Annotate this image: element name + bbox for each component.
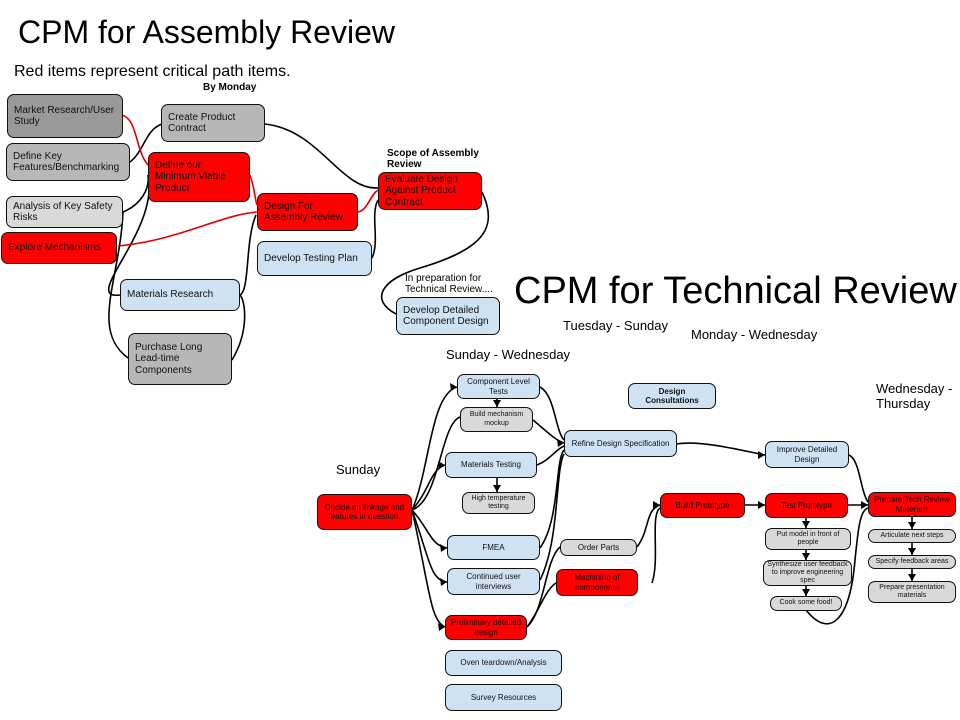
- node-high-temperature[interactable]: High temperature testing: [462, 492, 535, 514]
- node-feedback-areas[interactable]: Specify feedback areas: [868, 555, 956, 569]
- node-decide-linkage[interactable]: Decide on linkage and features in questi…: [317, 494, 412, 530]
- node-component-tests[interactable]: Component Level Tests: [457, 374, 540, 399]
- tuesday-sunday-label: Tuesday - Sunday: [563, 318, 669, 333]
- node-product-contract[interactable]: Create Product Contract: [161, 104, 265, 142]
- node-presentation-materials[interactable]: Prepare presentation materials: [868, 581, 956, 603]
- node-cook-food[interactable]: Cook some food!: [770, 596, 842, 611]
- node-design-for-assembly[interactable]: Design For Assembly Review: [257, 193, 358, 231]
- assembly-review-title: CPM for Assembly Review: [18, 14, 395, 50]
- node-synthesize-feedback[interactable]: Synthesize user feedback to improve engi…: [763, 560, 852, 586]
- node-detailed-component-design[interactable]: Develop Detailed Component Design: [396, 297, 500, 335]
- node-user-interviews[interactable]: Continued user interviews: [447, 568, 540, 595]
- node-mechanism-mockup[interactable]: Build mechanism mockup: [460, 407, 533, 432]
- node-oven-teardown[interactable]: Oven teardown/Analysis: [445, 650, 562, 676]
- node-minimum-viable-product[interactable]: Define our Minimum Viable Product: [148, 152, 250, 202]
- node-prepare-tech-review[interactable]: Prepare Tech Review Materials: [868, 492, 956, 517]
- legend-note: Red items represent critical path items.: [14, 63, 291, 80]
- node-define-features[interactable]: Define Key Features/Benchmarking: [6, 143, 130, 181]
- node-market-research[interactable]: Market Research/User Study: [7, 94, 123, 138]
- node-evaluate-design[interactable]: Evaluate Design Against Product Contract: [378, 172, 482, 210]
- sunday-label: Sunday: [336, 462, 381, 477]
- node-machining-components[interactable]: Machining of components: [556, 569, 638, 596]
- node-preliminary-design[interactable]: Preliminary detailed design: [445, 615, 527, 640]
- node-survey-resources[interactable]: Survey Resources: [445, 684, 562, 711]
- scope-label: Scope of Assembly Review: [387, 148, 479, 170]
- monday-wednesday-label: Monday - Wednesday: [691, 327, 818, 342]
- node-fmea[interactable]: FMEA: [447, 535, 540, 560]
- sunday-wednesday-label: Sunday - Wednesday: [446, 347, 571, 362]
- node-test-prototype[interactable]: Test Prototype: [765, 493, 848, 518]
- node-put-model[interactable]: Put model in front of people: [765, 528, 851, 550]
- node-testing-plan[interactable]: Develop Testing Plan: [257, 241, 372, 276]
- node-refine-specification[interactable]: Refine Design Specification: [564, 430, 677, 457]
- node-improve-design[interactable]: Improve Detailed Design: [765, 441, 849, 468]
- node-build-prototype[interactable]: Build Prototype: [660, 493, 745, 518]
- wednesday-thursday-label: Wednesday - Thursday: [876, 381, 953, 411]
- node-order-parts[interactable]: Order Parts: [560, 539, 637, 556]
- node-purchase-components[interactable]: Purchase Long Lead-time Components: [128, 333, 232, 385]
- technical-review-title: CPM for Technical Review: [514, 270, 957, 312]
- by-monday-label: By Monday: [203, 82, 257, 93]
- node-articulate-steps[interactable]: Articulate next steps: [868, 529, 956, 543]
- node-safety-risks[interactable]: Analysis of Key Safety Risks: [6, 196, 123, 228]
- node-materials-research[interactable]: Materials Research: [120, 279, 240, 311]
- prep-label: In preparation for Technical Review....: [405, 273, 493, 295]
- node-explore-mechanisms[interactable]: Explore Mechanisms: [1, 232, 117, 264]
- node-materials-testing[interactable]: Materials Testing: [445, 452, 537, 478]
- node-design-consultations[interactable]: Design Consultations: [628, 383, 716, 409]
